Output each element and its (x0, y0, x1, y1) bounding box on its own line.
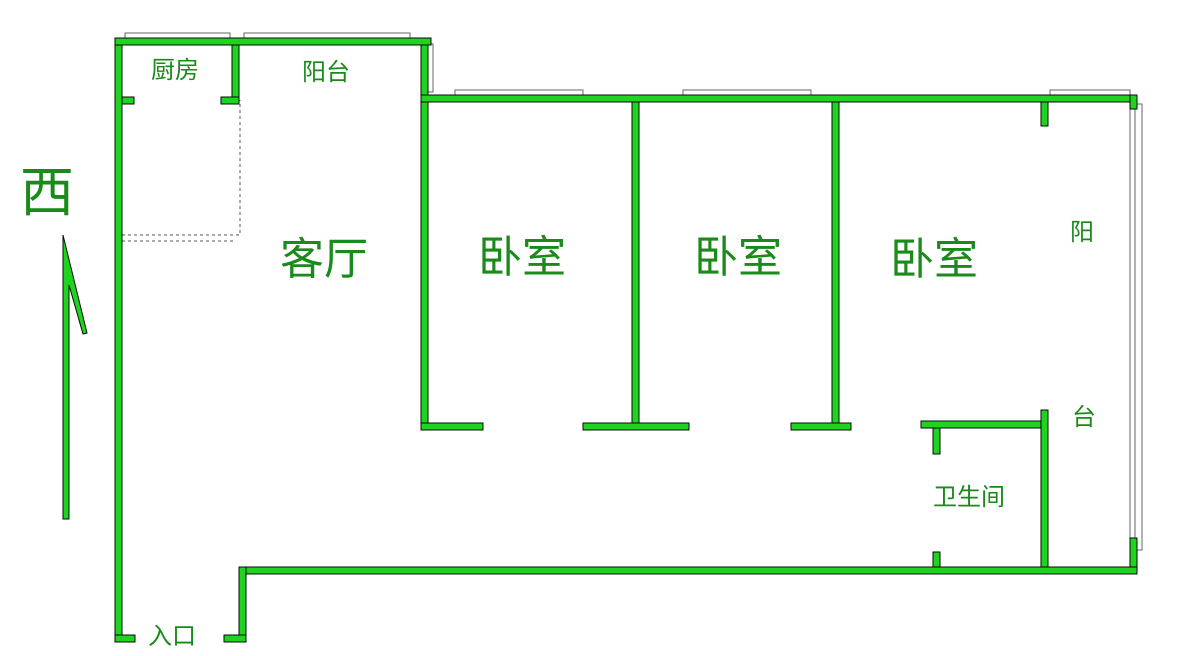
wall-right-top-stub (1129, 94, 1138, 110)
wall-entrance-east (238, 566, 247, 643)
wall-kitchen-stub-left (121, 96, 135, 105)
compass-arrow-icon (62, 234, 88, 520)
kitchen-counter-dashed (122, 100, 241, 236)
wall-kitchen-stub-right (220, 96, 240, 105)
label-kitchen: 厨房 (151, 56, 199, 84)
window-balcony-right (1129, 103, 1143, 551)
label-balcony-top: 阳台 (302, 58, 350, 86)
wall-entrance-stub-right (223, 634, 247, 643)
label-bedroom-1: 卧室 (478, 232, 566, 283)
wall-bathroom-top (920, 420, 1049, 429)
label-bedroom-2: 卧室 (694, 232, 782, 283)
wall-bedroom-bottom-mid (582, 422, 690, 431)
wall-top-east (420, 94, 1138, 103)
label-bathroom: 卫生间 (933, 483, 1005, 511)
wall-bedroom-3-stub (1040, 101, 1049, 127)
wall-bathroom-door-stub (932, 427, 941, 455)
wall-bedroom-2-3 (831, 101, 840, 424)
wall-entrance-stub-left (114, 634, 136, 643)
wall-bedroom-bottom-right (790, 422, 852, 431)
walls (114, 37, 1138, 643)
label-balcony-right-top: 阳 (1070, 218, 1094, 246)
north-arrow (62, 234, 88, 520)
label-compass-west: 西 (20, 161, 74, 224)
wall-bathroom-east (1040, 409, 1049, 575)
wall-bedroom-1-bottom-left (420, 422, 484, 431)
wall-living-east (420, 44, 429, 431)
wall-top-west (114, 37, 432, 46)
wall-bathroom-bottom-stub (932, 551, 941, 569)
wall-bedroom-1-2 (631, 101, 640, 424)
label-entrance: 入口 (148, 622, 196, 650)
wall-kitchen-partition (231, 44, 240, 105)
label-bedroom-3: 卧室 (890, 234, 978, 285)
wall-bottom (238, 566, 1138, 575)
wall-left-outer (114, 37, 123, 643)
label-balcony-right-bottom: 台 (1072, 403, 1096, 431)
label-living-room: 客厅 (280, 234, 368, 285)
